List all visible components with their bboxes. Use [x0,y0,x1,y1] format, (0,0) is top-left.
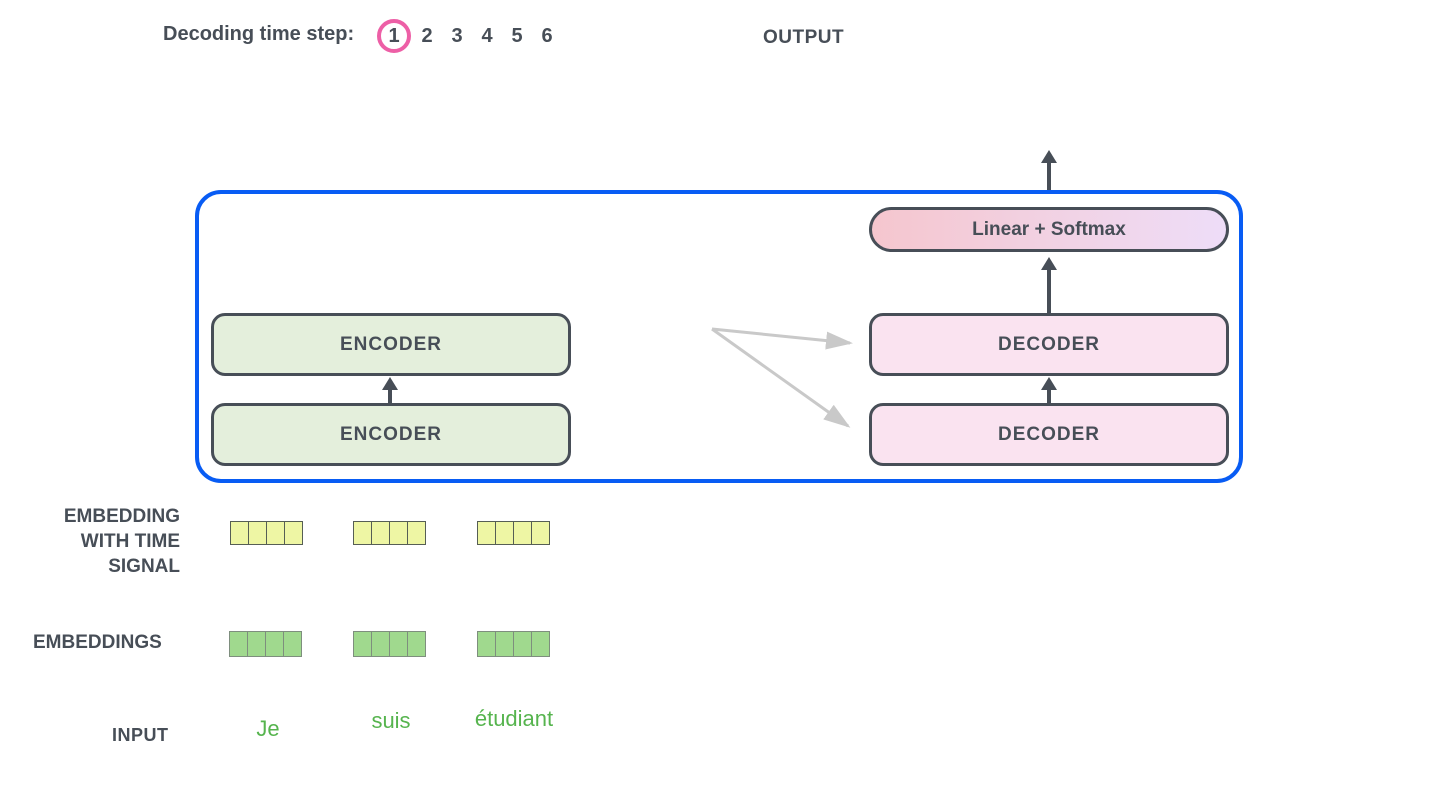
step-3: 3 [451,24,463,47]
embedding-cell [407,631,426,657]
step-1: 1 [388,24,400,47]
embedding-cell [531,521,550,545]
embedding-vector-2 [353,631,426,657]
embedding-cell [229,631,248,657]
embedding-cell [531,631,550,657]
step-4: 4 [481,24,493,47]
time-signal-vector-3 [477,521,550,545]
linear-softmax-block: Linear + Softmax [869,207,1229,252]
embedding-cell [284,521,303,545]
embeddings-label: EMBEDDINGS [33,632,162,653]
decoder-block-bottom: DECODER [869,403,1229,466]
embedding-cell [353,631,372,657]
step-6: 6 [541,24,553,47]
time-signal-vector-1 [230,521,303,545]
embedding-with-time-signal-label: EMBEDDING WITH TIME SIGNAL [63,506,180,577]
input-label: INPUT [112,725,169,745]
encoder-to-decoder-arrows-icon [711,327,853,428]
decoding-step-list: 1 2 3 4 5 6 [377,16,562,56]
embedding-cell [477,631,496,657]
active-step-circle: 1 [377,19,411,53]
encoder-block-bottom: ENCODER [211,403,571,466]
output-label: OUTPUT [763,27,845,48]
embedding-cell [371,631,390,657]
decoding-time-step-label: Decoding time step: [163,23,355,45]
embedding-cell [407,521,426,545]
embedding-cell [495,521,514,545]
input-word-je: Je [256,716,280,741]
time-signal-vector-2 [353,521,426,545]
embedding-cell [513,521,532,545]
embedding-cell [283,631,302,657]
embedding-cell [248,521,267,545]
embedding-cell [371,521,390,545]
embedding-cell [353,521,372,545]
embedding-cell [477,521,496,545]
embedding-vector-1 [229,631,302,657]
embedding-cell [513,631,532,657]
step-5: 5 [511,24,523,47]
decoder-block-top: DECODER [869,313,1229,376]
embedding-cell [495,631,514,657]
embedding-vector-3 [477,631,550,657]
embedding-cell [266,521,285,545]
embedding-cell [247,631,266,657]
embedding-cell [230,521,249,545]
encoder-block-top: ENCODER [211,313,571,376]
input-word-etudiant: étudiant [474,706,554,731]
embedding-cell [389,521,408,545]
embedding-cell [389,631,408,657]
embedding-cell [265,631,284,657]
input-word-suis: suis [371,708,411,733]
step-2: 2 [421,24,433,47]
